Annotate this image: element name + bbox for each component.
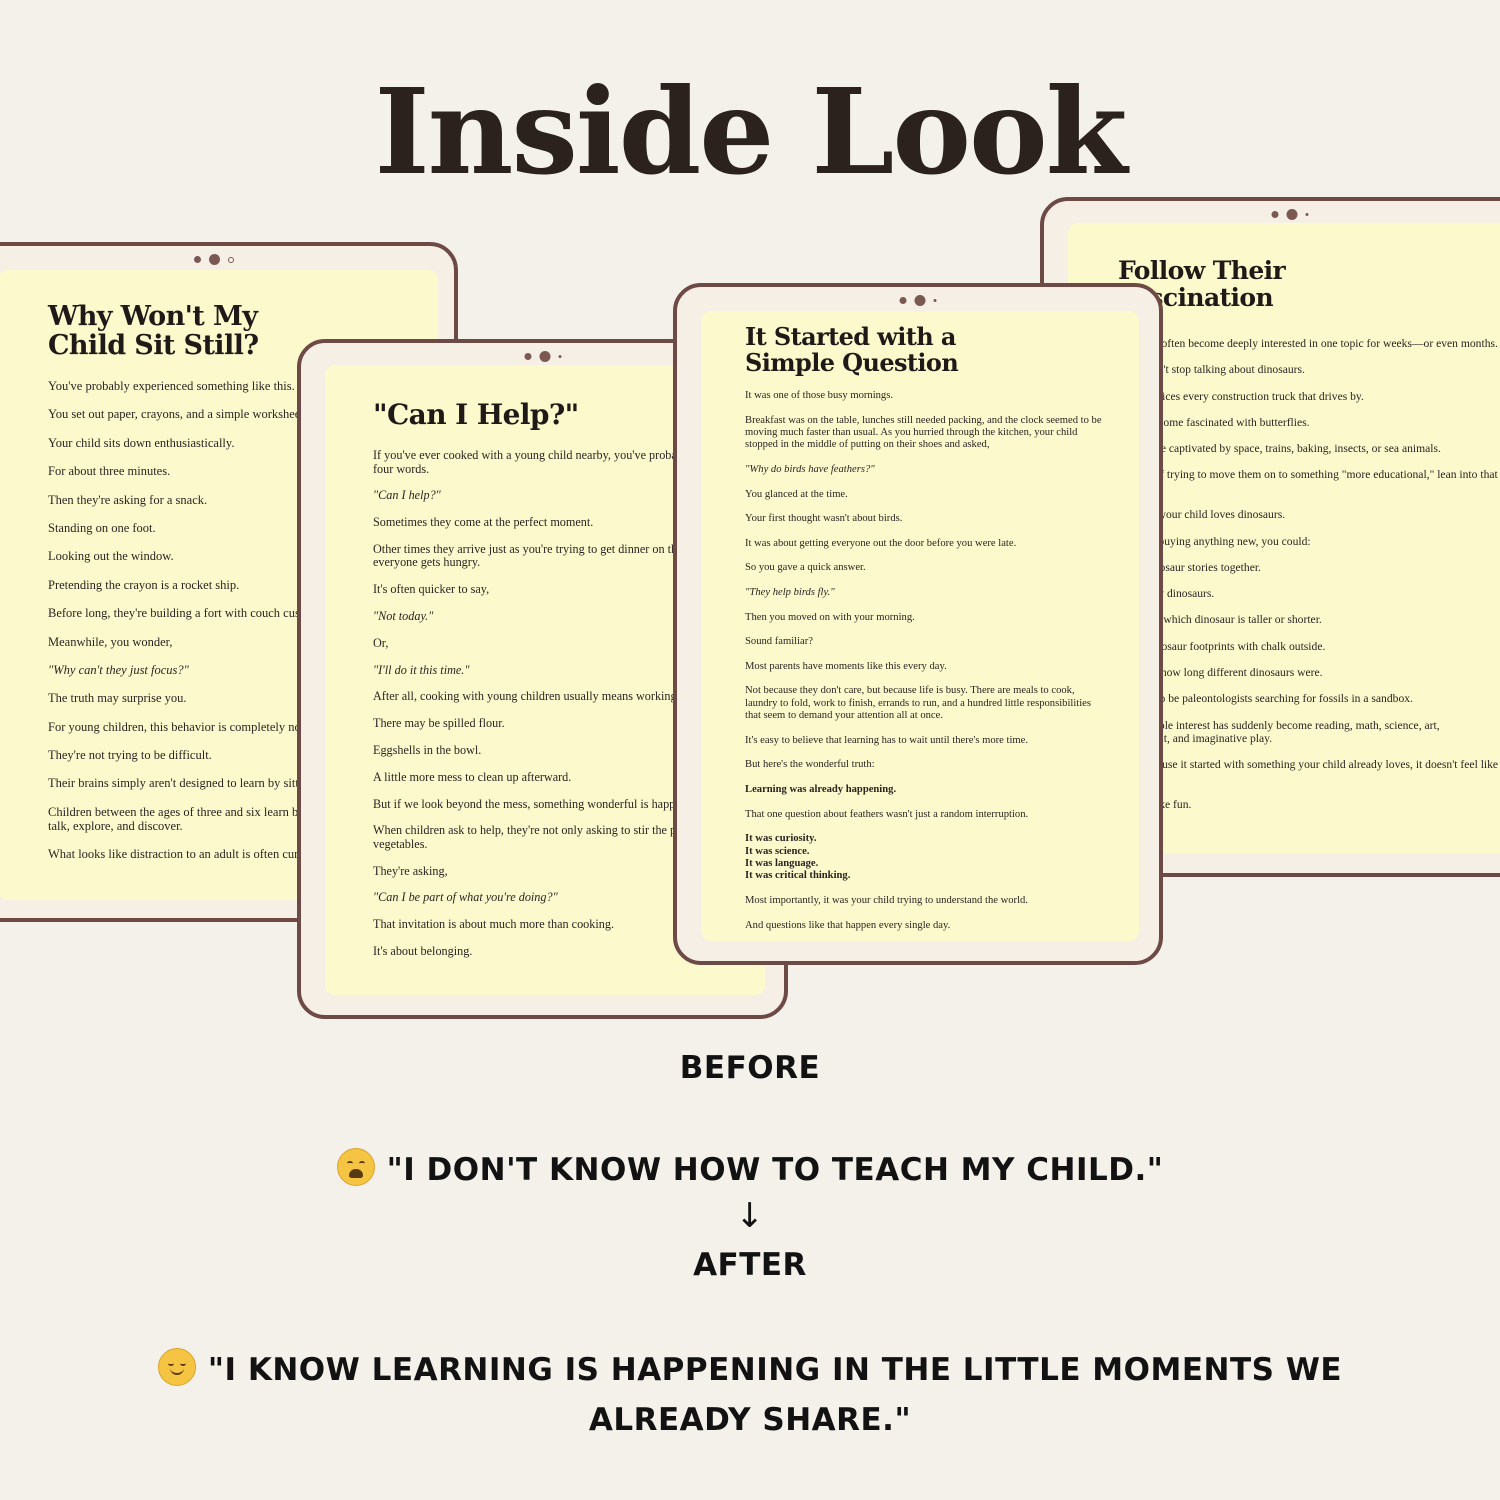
smiling-face-icon (157, 1348, 196, 1386)
page-title: It Started with a Simple Question (745, 322, 959, 377)
paragraph: Their brains simply aren't designed to l… (48, 776, 340, 791)
paragraph: Breakfast was on the table, lunches stil… (745, 414, 1102, 451)
paragraph: It was one of those busy mornings. (745, 390, 894, 401)
weary-face-icon (336, 1148, 375, 1186)
paragraph: It's often quicker to say, (373, 582, 490, 597)
paragraph: For about three minutes. (48, 464, 171, 479)
paragraph: Your child sits down enthusiastically. (48, 435, 235, 450)
paragraph: Your first thought wasn't about birds. (745, 513, 903, 525)
paragraph: "They help birds fly." (745, 586, 835, 598)
page-title: Why Won't My Child Sit Still? (48, 301, 259, 362)
tablet-camera (524, 351, 561, 362)
paragraph: Standing on one foot. (48, 520, 156, 535)
paragraph: Some become fascinated with butterflies. (1118, 415, 1310, 429)
paragraph: Then they're asking for a snack. (48, 492, 208, 507)
headline: Inside Look (374, 62, 1127, 201)
before-quote-text: "I DON'T KNOW HOW TO TEACH MY CHILD." (386, 1152, 1164, 1188)
paragraph: But here's the wonderful truth: (745, 759, 875, 771)
paragraph: You set out paper, crayons, and a simple… (48, 407, 307, 422)
paragraph: It was about getting everyone out the do… (745, 537, 1017, 549)
paragraph: "Can I help?" (373, 488, 441, 503)
paragraph: Measure how long different dinosaurs wer… (1118, 666, 1323, 680)
paragraph: But if we look beyond the mess, somethin… (373, 796, 706, 811)
paragraph: "Not today." (373, 608, 434, 623)
paragraph: "Can I be part of what you're doing?" (373, 890, 558, 905)
after-label: AFTER (693, 1247, 807, 1283)
paragraph: It feels like fun. (1118, 798, 1192, 812)
paragraph: And questions like that happen every sin… (745, 919, 951, 931)
page-body: It was one of those busy mornings. Break… (745, 390, 1105, 941)
down-arrow-icon: ↓ (735, 1196, 765, 1236)
paragraph: What looks like distraction to an adult … (48, 847, 329, 862)
paragraph: Without buying anything new, you could: (1118, 534, 1311, 548)
tablet-camera (194, 254, 234, 265)
paragraph: Draw dinosaur footprints with chalk outs… (1118, 639, 1326, 653)
before-quote: "I DON'T KNOW HOW TO TEACH MY CHILD." (0, 1148, 1500, 1188)
tablet-camera (899, 295, 937, 306)
paragraph: Then you moved on with your morning. (745, 611, 915, 623)
paragraph: Sometimes they come at the perfect momen… (373, 515, 594, 530)
paragraph: Pretend to be paleontologists searching … (1118, 692, 1413, 706)
paragraph: Count toy dinosaurs. (1118, 587, 1215, 601)
paragraph: It was curiosity. It was science. It was… (745, 833, 851, 882)
paragraph: So you gave a quick answer. (745, 562, 866, 574)
paragraph: Most parents have moments like this ever… (745, 660, 947, 672)
paragraph: That invitation is about much more than … (373, 917, 614, 932)
paragraph: There may be spilled flour. (373, 716, 505, 731)
paragraph: Learning was already happening. (745, 783, 897, 795)
paragraph: Not because they don't care, but because… (745, 685, 1091, 722)
paragraph: After all, cooking with young children u… (373, 689, 743, 704)
tablet-preview-simple-question: It Started with a Simple Question It was… (673, 283, 1163, 965)
page-body: Children often become deeply interested … (1118, 337, 1500, 825)
paragraph: "I'll do it this time." (373, 662, 470, 677)
paragraph: Most importantly, it was your child tryi… (745, 894, 1028, 906)
paragraph: You've probably experienced something li… (48, 379, 295, 393)
paragraph: Meanwhile, you wonder, (48, 634, 173, 649)
paragraph: Before long, they're building a fort wit… (48, 606, 331, 621)
after-quote: "I KNOW LEARNING IS HAPPENING IN THE LIT… (0, 1345, 1500, 1445)
paragraph: "Why can't they just focus?" (48, 662, 189, 677)
paragraph: That simple interest has suddenly become… (1118, 718, 1440, 746)
paragraph: Eggshells in the bowl. (373, 742, 482, 757)
paragraph: A little more mess to clean up afterward… (373, 769, 572, 784)
paragraph: Some notices every construction truck th… (1118, 389, 1364, 403)
paragraph: "Why do birds have feathers?" (745, 464, 875, 475)
paragraph: Children often become deeply interested … (1118, 337, 1498, 350)
paragraph: Suppose your child loves dinosaurs. (1118, 508, 1286, 522)
paragraph: You glanced at the time. (745, 488, 848, 500)
tablet-screen: It Started with a Simple Question It was… (701, 311, 1139, 941)
paragraph: They're not trying to be difficult. (48, 748, 212, 763)
paragraph: Instead of trying to move them on to som… (1118, 468, 1498, 495)
after-quote-text: "I KNOW LEARNING IS HAPPENING IN THE LIT… (207, 1352, 1343, 1438)
paragraph: Read dinosaur stories together. (1118, 560, 1261, 574)
paragraph: They're asking, (373, 863, 448, 878)
paragraph: That one question about feathers wasn't … (745, 808, 1029, 820)
page-body: You've probably experienced something li… (48, 379, 438, 876)
paragraph: Pretending the crayon is a rocket ship. (48, 577, 240, 592)
paragraph: For young children, this behavior is com… (48, 719, 327, 734)
paragraph: Some can't stop talking about dinosaurs. (1118, 363, 1305, 377)
paragraph: Compare which dinosaur is taller or shor… (1118, 613, 1322, 627)
paragraph: And because it started with something yo… (1118, 758, 1499, 785)
before-label: BEFORE (679, 1050, 821, 1086)
paragraph: Others are captivated by space, trains, … (1118, 442, 1441, 456)
paragraph: It's easy to believe that learning has t… (745, 734, 1029, 746)
paragraph: It's about belonging. (373, 944, 473, 959)
paragraph: Sound familiar? (745, 636, 813, 648)
page-title: "Can I Help?" (373, 398, 579, 431)
paragraph: Looking out the window. (48, 549, 174, 564)
tablet-camera (1271, 209, 1309, 220)
page-title: Follow Their Fascination (1118, 256, 1286, 312)
paragraph: The truth may surprise you. (48, 691, 187, 706)
paragraph: Or, (373, 635, 389, 650)
page-body: If you've ever cooked with a young child… (373, 448, 765, 972)
